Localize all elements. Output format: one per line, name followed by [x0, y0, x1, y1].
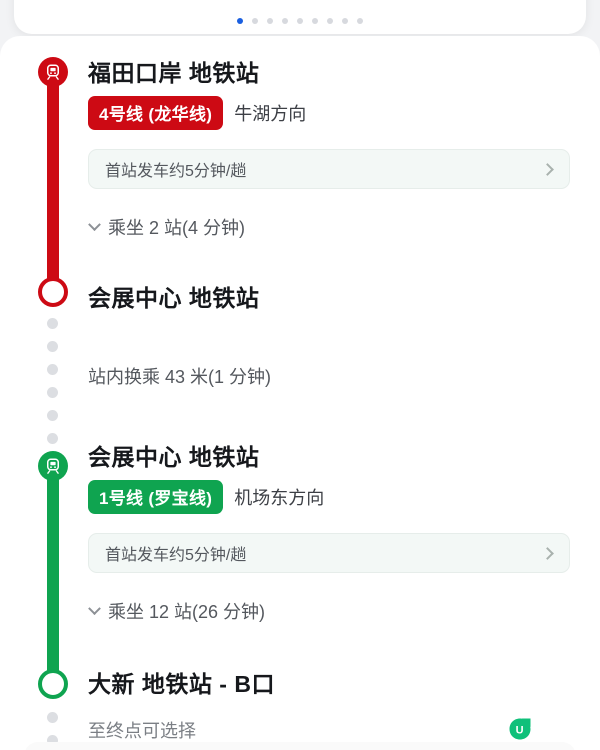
- ride-row-line4[interactable]: 乘坐 2 站(4 分钟): [88, 214, 246, 240]
- walk-dot: [47, 735, 58, 746]
- u-map-pin-icon[interactable]: U: [508, 717, 532, 741]
- walk-dot: [47, 433, 58, 444]
- frequency-box-line4[interactable]: 首站发车约5分钟/趟: [88, 149, 570, 189]
- station-title-transfer-board: 会展中心 地铁站: [88, 444, 260, 470]
- line-segment-green: [47, 466, 59, 682]
- chevron-right-icon: [541, 162, 554, 176]
- chevron-down-icon: [88, 601, 101, 615]
- route-detail-panel: 福田口岸 地铁站 4号线 (龙华线) 牛湖方向 首站发车约5分钟/趟 乘坐 2 …: [0, 36, 600, 750]
- direction-label-line1: 机场东方向: [234, 488, 325, 508]
- transfer-walk-text: 站内换乘 43 米(1 分钟): [88, 367, 272, 387]
- frequency-box-line1[interactable]: 首站发车约5分钟/趟: [88, 533, 570, 573]
- walk-dot: [47, 410, 58, 421]
- walk-dot: [47, 341, 58, 352]
- carousel-dot-2[interactable]: [252, 18, 258, 24]
- line-segment-red: [47, 72, 59, 288]
- station-title-destination: 大新 地铁站 - B口: [88, 671, 275, 697]
- carousel-dot-9[interactable]: [357, 18, 363, 24]
- line-row-green: 1号线 (罗宝线) 机场东方向: [88, 480, 324, 514]
- station-title-origin: 福田口岸 地铁站: [88, 60, 260, 86]
- ride-text-line1: 乘坐 12 站(26 分钟): [108, 602, 266, 622]
- carousel-dot-5[interactable]: [297, 18, 303, 24]
- carousel-dots[interactable]: [14, 18, 586, 24]
- station-node-start-metro-icon: [38, 57, 68, 87]
- station-node-transfer-red: [38, 277, 68, 307]
- frequency-text-line1: 首站发车约5分钟/趟: [105, 547, 247, 564]
- station-node-board-green-metro-icon: [38, 451, 68, 481]
- station-title-transfer-alight: 会展中心 地铁站: [88, 285, 260, 311]
- carousel-dot-1[interactable]: [237, 18, 243, 24]
- ride-text-line4: 乘坐 2 站(4 分钟): [108, 218, 246, 238]
- carousel-card[interactable]: [14, 0, 586, 34]
- carousel-dot-3[interactable]: [267, 18, 273, 24]
- station-node-destination: [38, 669, 68, 699]
- destination-endnote: 至终点可选择: [88, 721, 196, 741]
- direction-label-line4: 牛湖方向: [234, 104, 307, 124]
- ride-row-line1[interactable]: 乘坐 12 站(26 分钟): [88, 598, 266, 624]
- carousel-dot-8[interactable]: [342, 18, 348, 24]
- chevron-down-icon: [88, 217, 101, 231]
- svg-text:U: U: [516, 724, 524, 736]
- walk-dot: [47, 387, 58, 398]
- bottom-sheet-handle[interactable]: [24, 742, 576, 750]
- carousel-dot-7[interactable]: [327, 18, 333, 24]
- line-row-red: 4号线 (龙华线) 牛湖方向: [88, 96, 306, 130]
- carousel-dot-4[interactable]: [282, 18, 288, 24]
- line-badge-line1[interactable]: 1号线 (罗宝线): [88, 480, 224, 514]
- carousel-dot-6[interactable]: [312, 18, 318, 24]
- frequency-text-line4: 首站发车约5分钟/趟: [105, 163, 247, 180]
- line-badge-line4[interactable]: 4号线 (龙华线): [88, 96, 224, 130]
- walk-dot: [47, 318, 58, 329]
- walk-dot: [47, 364, 58, 375]
- chevron-right-icon: [541, 546, 554, 560]
- walk-dot: [47, 712, 58, 723]
- route-timeline-rail: [36, 36, 70, 750]
